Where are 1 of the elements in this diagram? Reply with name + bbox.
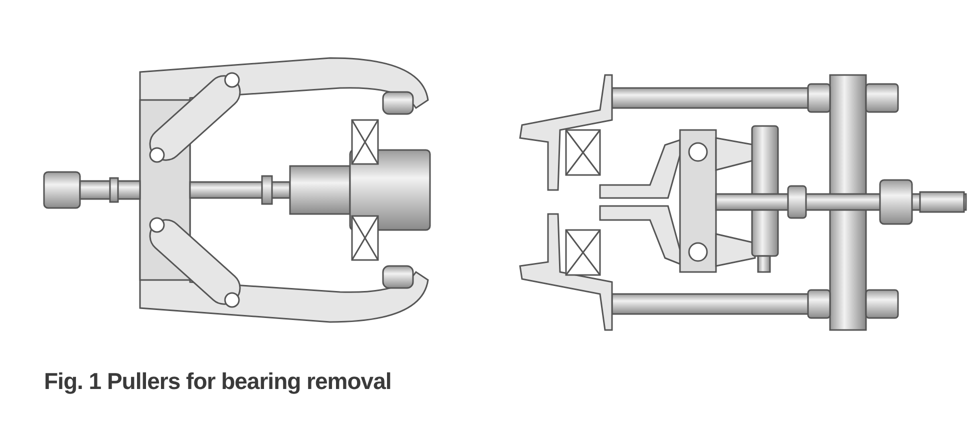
figure-caption: Fig. 1 Pullers for bearing removal	[44, 368, 392, 395]
